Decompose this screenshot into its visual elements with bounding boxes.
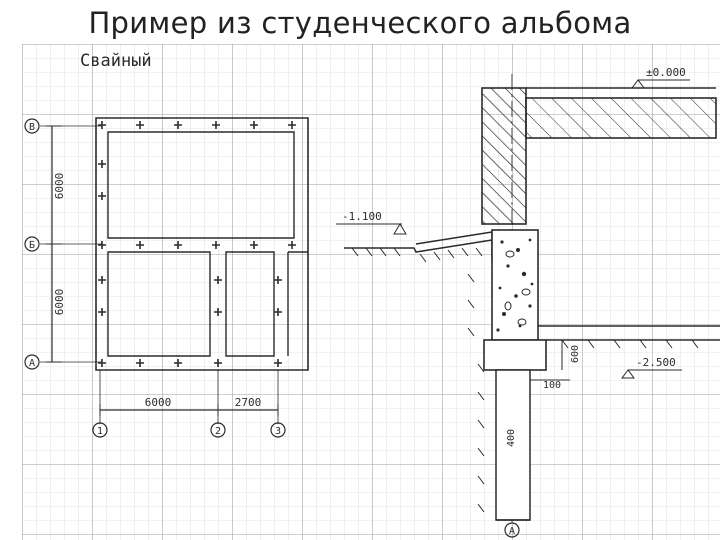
earth-hatching	[351, 247, 485, 513]
level-ground: -1.100	[342, 210, 382, 223]
axis-bubble-row-bottom	[24, 354, 40, 370]
graph-paper-drawing: Свайный 6000 6000 В Б А 6000 27	[22, 44, 720, 540]
grillage-inner-mid	[225, 251, 275, 357]
pile-plan: Свайный 6000 6000 В Б А 6000 27	[24, 51, 309, 438]
axis-mark-row-top: В	[29, 122, 35, 133]
axis-mark-col-3: 3	[275, 426, 281, 437]
dim-span-x2: 2700	[235, 396, 262, 409]
dim-offset: 100	[543, 380, 561, 391]
dim-height: 600	[570, 345, 581, 363]
pile-cross	[136, 121, 144, 129]
pile-cap	[483, 339, 547, 371]
slide-title: Пример из студенческого альбома	[88, 6, 632, 40]
pile-cross	[274, 359, 282, 367]
grillage-outline	[95, 117, 309, 371]
dim-span-upper: 6000	[53, 173, 66, 200]
concrete-stones	[504, 250, 531, 326]
axis-mark-col-1: 1	[97, 426, 103, 437]
axis-mark-row-mid: Б	[29, 240, 35, 251]
axis-bubble-col-1	[92, 422, 108, 438]
foundation-wall	[491, 229, 539, 341]
level-floor: ±0.000	[646, 66, 686, 79]
grillage-inner-upper	[107, 131, 295, 239]
pile	[495, 369, 531, 521]
pile-cross	[250, 241, 258, 249]
label-type: Свайный	[80, 51, 152, 71]
pile-cross	[214, 359, 222, 367]
pile-cross	[288, 241, 296, 249]
axis-mark-section: А	[509, 526, 515, 537]
pile-cross	[98, 160, 106, 168]
pile-cross	[174, 241, 182, 249]
level-arrow	[621, 369, 635, 379]
pile-cross	[98, 241, 106, 249]
pile-cross	[136, 241, 144, 249]
pile-cross	[174, 121, 182, 129]
axis-bubble-col-3	[270, 422, 286, 438]
axis-bubble-col-2	[210, 422, 226, 438]
pile-cross	[214, 308, 222, 316]
concrete-aggregate	[496, 238, 534, 332]
axis-mark-row-bottom: А	[29, 358, 35, 369]
pile-cross	[214, 276, 222, 284]
pile-cross	[98, 308, 106, 316]
pile-cross	[98, 276, 106, 284]
level-bottom: -2.500	[636, 356, 676, 369]
axis-mark-col-2: 2	[215, 426, 221, 437]
dim-span-lower: 6000	[53, 289, 66, 316]
pile-cross	[98, 359, 106, 367]
pile-cross	[98, 121, 106, 129]
axis-bubble-row-mid	[24, 236, 40, 252]
wall-section	[481, 87, 527, 225]
pile-markers	[98, 121, 296, 367]
grillage-inner-left	[107, 251, 211, 357]
level-arrow	[393, 223, 407, 235]
pile-cross	[250, 121, 258, 129]
pile-cross	[212, 241, 220, 249]
pile-cross	[98, 192, 106, 200]
pile-cross	[136, 359, 144, 367]
dim-pile: 400	[506, 429, 517, 447]
floor-slab	[525, 97, 717, 139]
pile-cross	[288, 121, 296, 129]
pile-cross	[274, 276, 282, 284]
axis-bubble-row-top	[24, 118, 40, 134]
drawing-sheet: Свайный 6000 6000 В Б А 6000 27	[22, 44, 720, 540]
pile-cross	[174, 359, 182, 367]
pile-cross	[212, 121, 220, 129]
floor-hatching	[561, 339, 699, 349]
basement-floor	[538, 325, 720, 341]
axis-bubble-section	[504, 522, 520, 538]
foundation-section: ±0.000 -1.100	[336, 66, 720, 538]
dim-span-x1: 6000	[145, 396, 172, 409]
pile-cross	[274, 308, 282, 316]
